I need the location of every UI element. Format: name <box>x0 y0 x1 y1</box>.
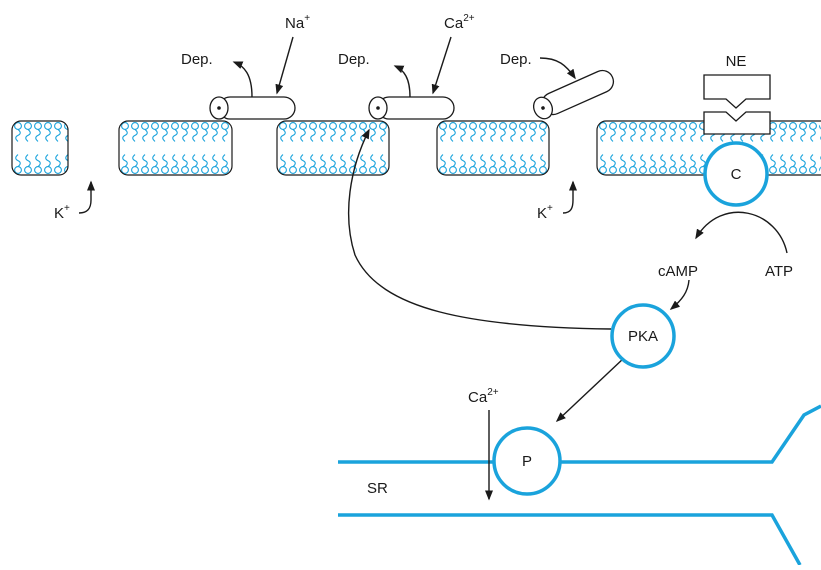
ca-top-label: Ca2+ <box>444 13 475 32</box>
sr-label: SR <box>367 480 388 497</box>
p-node: P <box>492 426 562 496</box>
camp-label: cAMP <box>658 263 698 280</box>
membrane-segment-3 <box>276 120 390 176</box>
pka-node: PKA <box>610 303 676 369</box>
ion-arrows <box>78 36 577 214</box>
dep-label-3: Dep. <box>500 51 532 68</box>
membrane <box>11 120 821 176</box>
cyclase-node: C <box>703 141 769 207</box>
dep-label-1: Dep. <box>181 51 213 68</box>
ca-sr-label: Ca2+ <box>468 387 499 406</box>
na-channel <box>209 96 296 120</box>
dep-arrows <box>232 57 576 98</box>
membrane-segment-1 <box>11 120 69 176</box>
pka-label: PKA <box>628 328 658 345</box>
ca-sr-base: Ca <box>468 389 488 406</box>
k-left-label: K+ <box>54 203 70 222</box>
pka-to-ca-channel-arrow <box>347 128 612 330</box>
k-right-sup: + <box>547 203 553 214</box>
tilted-channel <box>532 69 615 120</box>
ne-label: NE <box>726 53 747 70</box>
na-sup: + <box>304 13 310 24</box>
k-right-label: K+ <box>537 203 553 222</box>
ca-channel <box>368 96 455 120</box>
membrane-segment-4 <box>436 120 550 176</box>
ca-top-base: Ca <box>444 15 464 32</box>
p-label: P <box>522 453 532 470</box>
sarcoplasmic-reticulum: SR <box>338 404 821 566</box>
pka-to-p-arrow <box>555 357 625 423</box>
atp-label: ATP <box>765 263 793 280</box>
ca-sr-sup: 2+ <box>487 387 499 398</box>
k-left-sup: + <box>64 203 70 214</box>
na-base: Na <box>285 15 305 32</box>
k-left-base: K <box>54 205 64 222</box>
atp-to-camp-arrow <box>695 211 788 254</box>
ca-top-sup: 2+ <box>463 13 475 24</box>
k-right-base: K <box>537 205 547 222</box>
ne-receptor: NE <box>703 53 771 135</box>
na-label: Na+ <box>285 13 310 32</box>
dep-label-2: Dep. <box>338 51 370 68</box>
c-label: C <box>731 166 742 183</box>
membrane-segment-2 <box>118 120 233 176</box>
camp-to-pka-arrow <box>669 279 690 310</box>
